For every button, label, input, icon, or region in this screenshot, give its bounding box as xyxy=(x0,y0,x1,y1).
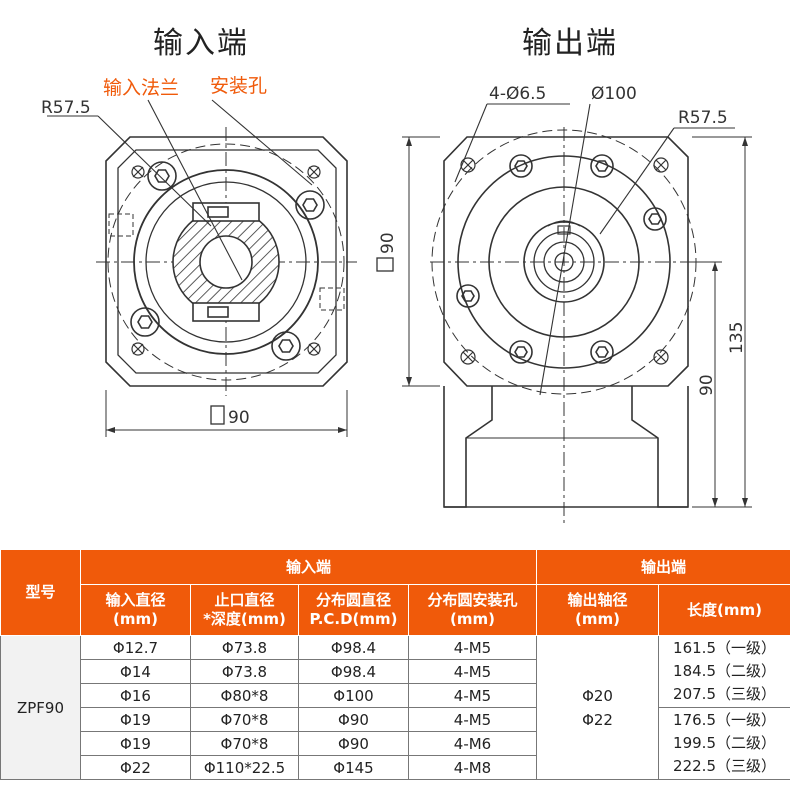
length-value: 222.5（三级） xyxy=(673,757,776,775)
spigot-cell: Φ80*8 xyxy=(190,683,299,708)
corner-mount-holes xyxy=(131,165,321,356)
output-shaft-value: Φ22 xyxy=(582,710,613,729)
output-shaft-header: 输出轴径 (mm) xyxy=(536,584,660,636)
table-row: Φ14 Φ73.8 Φ98.4 4-M5 xyxy=(1,659,790,684)
input-group-header: 输入端 xyxy=(79,549,538,585)
input-radius-label: R57.5 xyxy=(41,98,91,118)
output-diameter-label: Ø100 xyxy=(591,84,637,104)
length-value: 207.5（三级） xyxy=(673,685,776,703)
input-dia-header: 输入直径 (mm) xyxy=(80,584,191,636)
input-end-view xyxy=(47,99,357,437)
output-bolt-holes xyxy=(456,154,667,364)
pcd-cell: Φ90 xyxy=(298,707,409,732)
pcd-cell: Φ145 xyxy=(298,755,409,780)
length-cell-group1: 161.5（一级） 184.5（二级） 207.5（三级） xyxy=(658,635,790,708)
input-end-title: 输入端 xyxy=(153,26,249,61)
pcd-cell: Φ98.4 xyxy=(298,659,409,684)
length-value: 161.5（一级） xyxy=(673,639,776,657)
spigot-cell: Φ70*8 xyxy=(190,731,299,756)
output-height-total-dim: 135 xyxy=(727,322,747,354)
output-height-flange-dim: 90 xyxy=(697,374,717,396)
pcd-cell: Φ98.4 xyxy=(298,635,409,660)
holes-cell: 4-M5 xyxy=(407,707,538,732)
mount-hole-label: 安装孔 xyxy=(210,75,267,97)
input-flange-outline xyxy=(105,136,348,387)
output-corner-holes xyxy=(460,157,669,365)
output-group-header: 输出端 xyxy=(536,549,790,585)
length-value: 184.5（二级） xyxy=(673,662,776,680)
pcd-cell: Φ90 xyxy=(298,731,409,756)
holes-header: 分布圆安装孔 (mm) xyxy=(407,584,538,636)
pcd-cell: Φ100 xyxy=(298,683,409,708)
spigot-header: 止口直径 *深度(mm) xyxy=(190,584,299,636)
output-square-dim: 90 xyxy=(378,232,398,254)
input-dia-cell: Φ12.7 xyxy=(80,635,191,660)
length-value: 199.5（二级） xyxy=(673,734,776,752)
length-cell-group2: 176.5（一级） 199.5（二级） 222.5（三级） xyxy=(658,707,790,780)
model-header: 型号 xyxy=(0,549,81,636)
holes-cell: 4-M6 xyxy=(407,731,538,756)
spigot-cell: Φ110*22.5 xyxy=(190,755,299,780)
spigot-cell: Φ73.8 xyxy=(190,659,299,684)
table-row: Φ19 Φ70*8 Φ90 4-M6 xyxy=(1,731,790,756)
output-body xyxy=(443,386,493,508)
output-end-view xyxy=(376,103,752,525)
input-dia-cell: Φ14 xyxy=(80,659,191,684)
output-flange-outline xyxy=(443,136,689,387)
length-header: 长度(mm) xyxy=(658,584,790,636)
input-square-dim: 90 xyxy=(228,408,250,428)
spec-table: 型号 输入端 输出端 输入直径 (mm) 止口直径 *深度(mm) 分布圆直径 … xyxy=(0,549,790,780)
table-row: Φ16 Φ80*8 Φ100 4-M5 xyxy=(1,683,790,708)
pcd-header: 分布圆直径 P.C.D(mm) xyxy=(298,584,409,636)
technical-drawing: R57.5 输入法兰 安装孔 90 xyxy=(41,75,752,525)
output-radius-label: R57.5 xyxy=(678,108,728,128)
input-dia-cell: Φ22 xyxy=(80,755,191,780)
table-row: Φ19 Φ70*8 Φ90 4-M5 176.5（一级） 199.5（二级） 2… xyxy=(1,707,790,780)
flange-bolt-holes xyxy=(130,161,325,361)
input-dia-cell: Φ16 xyxy=(80,683,191,708)
holes-cell: 4-M5 xyxy=(407,683,538,708)
spigot-cell: Φ70*8 xyxy=(190,707,299,732)
table-row: ZPF90 Φ12.7 Φ73.8 Φ98.4 4-M5 Φ20 Φ22 161… xyxy=(0,635,790,780)
spigot-cell: Φ73.8 xyxy=(190,635,299,660)
output-shaft-value: Φ20 xyxy=(582,686,613,705)
input-flange-label: 输入法兰 xyxy=(103,77,179,99)
output-end-title: 输出端 xyxy=(522,26,618,61)
length-value: 176.5（一级） xyxy=(673,711,776,729)
output-shaft-cell: Φ20 Φ22 xyxy=(536,635,660,780)
table-row: Φ22 Φ110*22.5 Φ145 4-M8 xyxy=(1,755,790,780)
output-holes-label: 4-Ø6.5 xyxy=(489,84,546,104)
holes-cell: 4-M8 xyxy=(407,755,538,780)
holes-cell: 4-M5 xyxy=(407,659,538,684)
holes-cell: 4-M5 xyxy=(407,635,538,660)
model-cell: ZPF90 xyxy=(0,635,81,780)
input-dia-cell: Φ19 xyxy=(80,731,191,756)
input-dia-cell: Φ19 xyxy=(80,707,191,732)
